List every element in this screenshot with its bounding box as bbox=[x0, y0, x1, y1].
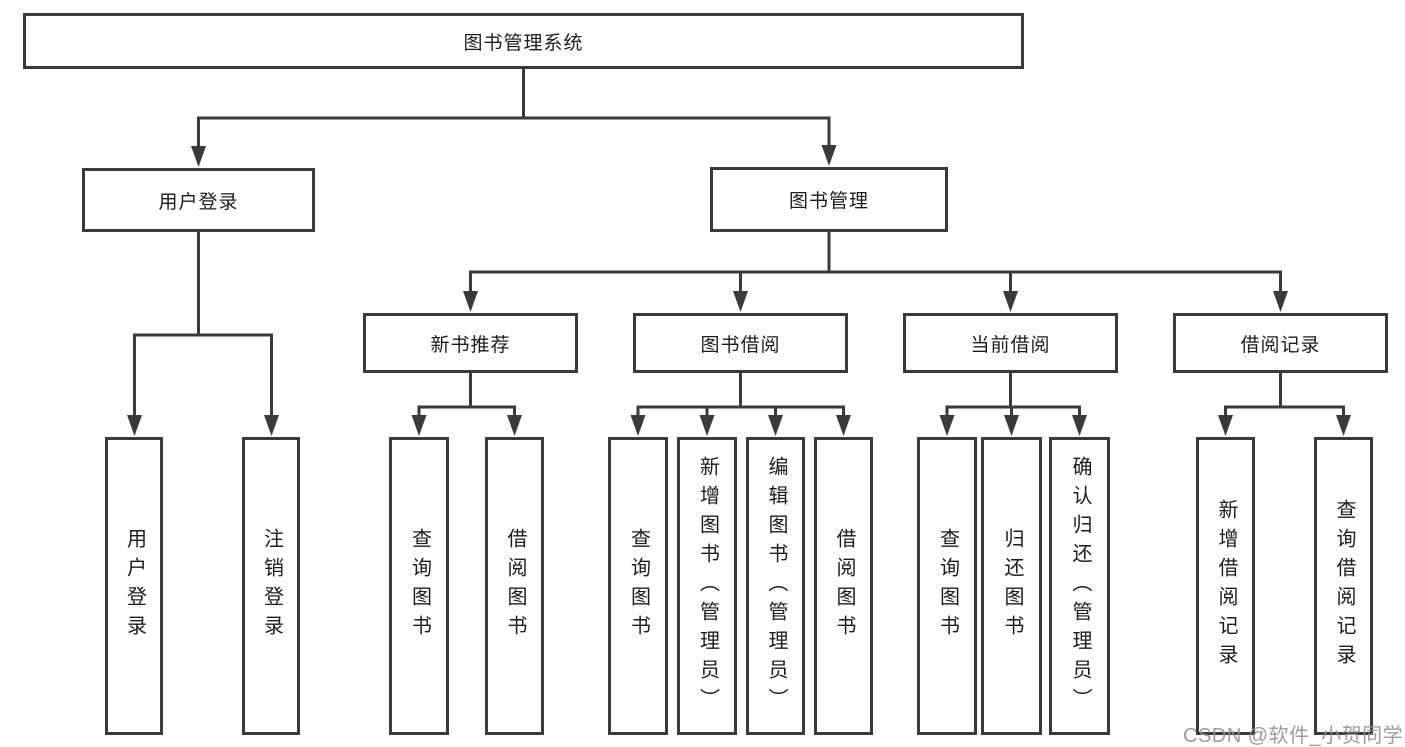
leaf-query-books-current-label: 查询图书 bbox=[936, 528, 959, 644]
leaf-query-books-borrow-label: 查询图书 bbox=[627, 528, 650, 644]
node-current-borrow-label: 当前借阅 bbox=[970, 334, 1051, 356]
leaf-user-login-label: 用户登录 bbox=[123, 528, 146, 644]
leaf-edit-book-admin: 编辑图书（管理员） bbox=[746, 437, 805, 735]
leaf-logout-label: 注销登录 bbox=[260, 528, 283, 644]
leaf-borrow-books: 借阅图书 bbox=[814, 437, 873, 735]
node-root-label: 图书管理系统 bbox=[463, 32, 584, 54]
node-user-login: 用户登录 bbox=[82, 168, 315, 232]
leaf-logout: 注销登录 bbox=[242, 437, 300, 735]
leaf-return-books: 归还图书 bbox=[981, 437, 1042, 735]
leaf-borrow-books-label: 借阅图书 bbox=[833, 528, 855, 644]
leaf-query-borrow-record-label: 查询借阅记录 bbox=[1333, 499, 1355, 673]
leaf-add-book-admin: 新增图书（管理员） bbox=[677, 437, 737, 735]
leaf-user-login: 用户登录 bbox=[105, 437, 163, 735]
node-new-book-recommend-label: 新书推荐 bbox=[430, 334, 511, 356]
leaf-borrow-books-recommend-label: 借阅图书 bbox=[504, 528, 526, 644]
leaf-query-books-recommend: 查询图书 bbox=[389, 437, 449, 735]
leaf-borrow-books-recommend: 借阅图书 bbox=[485, 437, 544, 735]
node-current-borrow: 当前借阅 bbox=[903, 313, 1118, 373]
node-borrow-records-label: 借阅记录 bbox=[1240, 334, 1321, 356]
leaf-confirm-return-admin-label: 确认归还（管理员） bbox=[1069, 455, 1091, 717]
node-new-book-recommend: 新书推荐 bbox=[363, 313, 578, 373]
node-user-login-label: 用户登录 bbox=[158, 191, 239, 213]
leaf-query-books-borrow: 查询图书 bbox=[608, 437, 668, 735]
node-book-borrow: 图书借阅 bbox=[633, 313, 848, 373]
leaf-query-books-recommend-label: 查询图书 bbox=[408, 528, 431, 644]
leaf-query-books-current: 查询图书 bbox=[917, 437, 977, 735]
leaf-add-borrow-record: 新增借阅记录 bbox=[1196, 437, 1255, 735]
node-book-borrow-label: 图书借阅 bbox=[700, 334, 781, 356]
leaf-add-borrow-record-label: 新增借阅记录 bbox=[1215, 499, 1237, 673]
leaf-query-borrow-record: 查询借阅记录 bbox=[1314, 437, 1373, 735]
node-root-system: 图书管理系统 bbox=[23, 13, 1024, 69]
leaf-add-book-admin-label: 新增图书（管理员） bbox=[696, 455, 719, 717]
node-book-management-label: 图书管理 bbox=[788, 191, 869, 212]
leaf-edit-book-admin-label: 编辑图书（管理员） bbox=[765, 455, 787, 717]
csdn-watermark: CSDN @软件_小贺同学 bbox=[1183, 725, 1404, 747]
leaf-confirm-return-admin: 确认归还（管理员） bbox=[1049, 437, 1110, 735]
leaf-return-books-label: 归还图书 bbox=[1001, 528, 1023, 644]
node-borrow-records: 借阅记录 bbox=[1173, 313, 1388, 373]
node-book-management: 图书管理 bbox=[710, 167, 948, 232]
